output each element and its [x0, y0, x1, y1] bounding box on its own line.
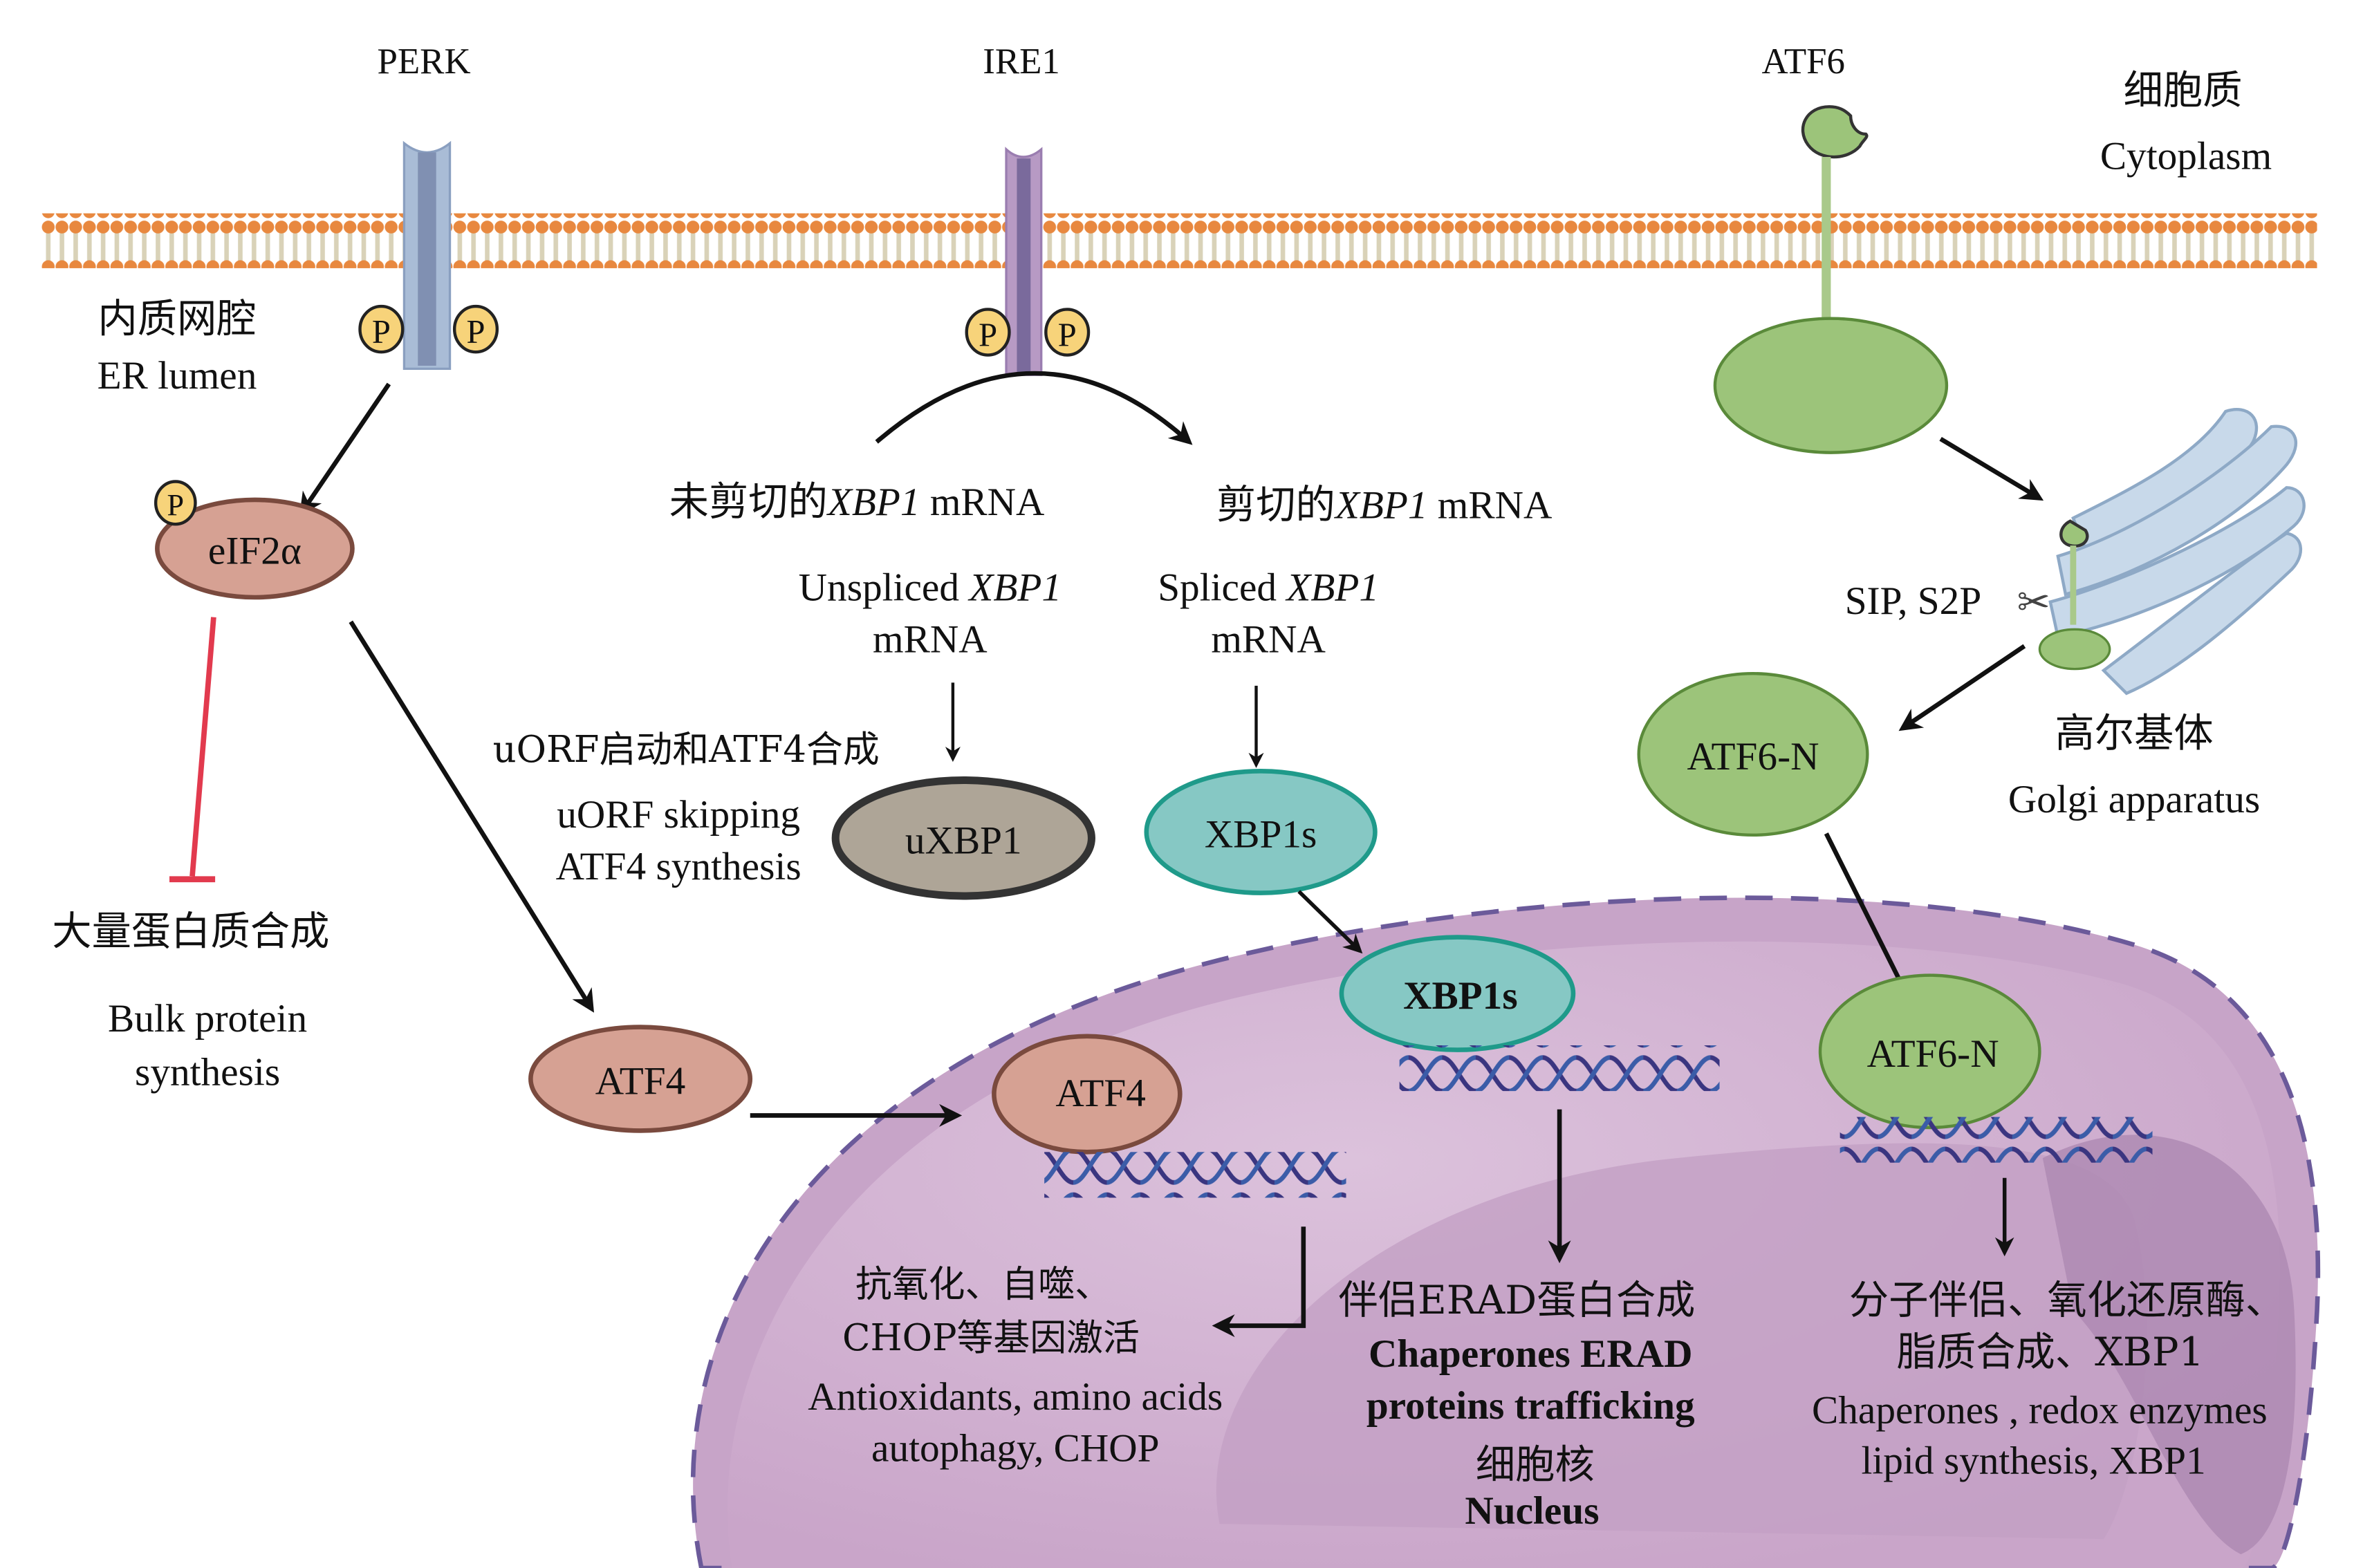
arrow-perk-to-eif2a: [299, 382, 391, 516]
inhibition-line: [189, 617, 216, 877]
uorf-label-en-2: ATF4 synthesis: [556, 845, 801, 888]
spliced-label-en-2: mRNA: [1211, 617, 1326, 661]
xbp1s-cyto-node: XBP1s: [1144, 768, 1378, 895]
xbp1s-targets-en-1: Chaperones ERAD: [1369, 1332, 1693, 1376]
arrow-xbp1s-import: [1297, 890, 1363, 954]
atf6n-targets-cn-1: 分子伴侣、氧化还原酶、: [1849, 1277, 2285, 1323]
svg-text:XBP1s: XBP1s: [1403, 974, 1518, 1018]
atf6-golgi-form: [2038, 519, 2111, 671]
atf4-targets-cn-1: 抗氧化、自噬、: [855, 1264, 1111, 1306]
golgi-apparatus: [2048, 408, 2306, 696]
unspliced-label-cn: 未剪切的XBP1 mRNA: [669, 478, 1045, 525]
xbp1s-targets-cn: 伴侣ERAD蛋白合成: [1338, 1277, 1695, 1323]
golgi-label-en: Golgi apparatus: [2008, 778, 2260, 821]
er-lumen-label-en: ER lumen: [98, 354, 257, 398]
atf6n-nuc-node: ATF6-N: [1818, 973, 2041, 1130]
atf6-title: ATF6: [1762, 41, 1845, 82]
nucleus-label-cn: 细胞核: [1476, 1441, 1595, 1488]
nucleus-label-en: Nucleus: [1465, 1489, 1599, 1533]
dna-helix-xbp1s: [1399, 1045, 1720, 1092]
phospho-icon: P: [1044, 308, 1091, 357]
arrow-eif2a-to-atf4: [349, 620, 595, 1013]
svg-text:ATF4: ATF4: [1055, 1072, 1146, 1115]
phospho-icon: P: [154, 480, 197, 526]
arrow-splicing: [875, 371, 1193, 445]
bulk-synthesis-cn: 大量蛋白质合成: [52, 908, 329, 955]
perk-title: PERK: [377, 41, 470, 82]
eif2a-node: eIF2α: [155, 497, 355, 600]
ire1-title: IRE1: [983, 41, 1060, 82]
svg-text:P: P: [167, 488, 185, 522]
atf6n-cyto-node: ATF6-N: [1637, 672, 1869, 837]
svg-text:P: P: [467, 314, 485, 351]
svg-text:ATF6-N: ATF6-N: [1687, 735, 1819, 778]
atf6n-targets-en-1: Chaperones , redox enzymes: [1812, 1389, 2268, 1432]
svg-text:ATF6-N: ATF6-N: [1867, 1032, 1999, 1076]
perk-receptor: [402, 140, 452, 371]
phospho-icon: P: [965, 308, 1011, 357]
spliced-label-cn: 剪切的XBP1 mRNA: [1216, 481, 1552, 528]
atf6n-targets-cn-2: 脂质合成、XBP1: [1897, 1329, 2204, 1375]
svg-text:eIF2α: eIF2α: [208, 530, 302, 573]
protease-label: SIP, S2P: [1845, 579, 1982, 623]
svg-text:XBP1s: XBP1s: [1205, 812, 1317, 856]
arrow-atf6-to-golgi: [1939, 436, 2044, 501]
atf4-nuc-node: ATF4: [992, 1034, 1183, 1155]
cytoplasm-label-cn: 细胞质: [2124, 67, 2243, 113]
er-membrane: [41, 213, 2317, 268]
uorf-label-cn: uORF启动和ATF4合成: [493, 729, 880, 771]
phospho-icon: P: [358, 304, 405, 354]
ire1-receptor: [1005, 147, 1043, 376]
nucleus-dark-lobe: [2042, 1135, 2296, 1555]
bulk-synthesis-en-2: synthesis: [135, 1050, 280, 1094]
spliced-label-en: Spliced XBP1: [1158, 566, 1379, 609]
unspliced-label-en-2: mRNA: [873, 617, 988, 661]
dna-helix-atf4: [1044, 1152, 1346, 1198]
arrow-atf4-targets: [1212, 1226, 1306, 1338]
golgi-label-cn: 高尔基体: [2055, 710, 2213, 756]
svg-text:P: P: [1058, 317, 1077, 353]
xbp1s-nuc-node: XBP1s: [1339, 935, 1576, 1052]
svg-text:ATF4: ATF4: [595, 1060, 686, 1103]
atf4-targets-cn-2: CHOP等基因激活: [842, 1317, 1140, 1359]
atf6n-targets-en-2: lipid synthesis, XBP1: [1861, 1439, 2205, 1482]
svg-text:P: P: [979, 317, 997, 353]
atf4-targets-en-1: Antioxidants, amino acids: [808, 1375, 1223, 1419]
uxbp1-node: uXBP1: [831, 776, 1095, 900]
atf4-cyto-node: ATF4: [528, 1025, 753, 1133]
svg-text:uXBP1: uXBP1: [905, 819, 1022, 862]
phospho-icon: P: [452, 304, 499, 354]
scissors-icon: ✂: [2017, 581, 2050, 624]
unspliced-label-en: Unspliced XBP1: [799, 566, 1062, 609]
atf4-targets-en-2: autophagy, CHOP: [871, 1427, 1159, 1471]
arrow-atf6n-import: [1824, 832, 1911, 1002]
bulk-synthesis-en-1: Bulk protein: [108, 997, 307, 1040]
cytoplasm-label-en: Cytoplasm: [2100, 135, 2272, 178]
uorf-label-en-1: uORF skipping: [557, 793, 800, 837]
xbp1s-targets-en-2: proteins trafficking: [1366, 1384, 1695, 1428]
atf6-receptor: [1713, 105, 1949, 454]
arrow-golgi-to-atf6n: [1898, 644, 2026, 731]
svg-text:P: P: [372, 314, 391, 351]
er-lumen-label-cn: 内质网腔: [98, 295, 256, 342]
nucleus-nucleolus: [1216, 1143, 2147, 1540]
dna-helix-atf6n: [1840, 1117, 2153, 1163]
